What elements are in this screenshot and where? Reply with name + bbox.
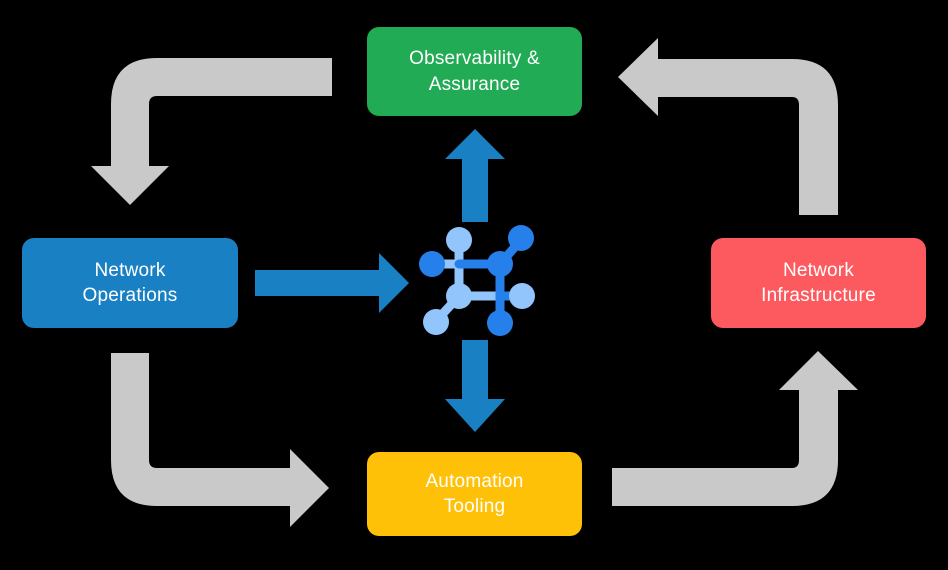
- node-network-infrastructure-label: Network Infrastructure: [761, 259, 876, 306]
- arrow-operations-to-core: [255, 253, 409, 313]
- arrow-infrastructure-to-observability: [618, 38, 838, 215]
- node-observability-label: Observability & Assurance: [409, 48, 540, 95]
- node-network-infrastructure[interactable]: Network Infrastructure: [711, 238, 926, 328]
- node-automation-tooling[interactable]: Automation Tooling: [367, 452, 582, 536]
- arrow-core-to-automation: [445, 340, 505, 432]
- arrow-operations-to-automation: [111, 353, 329, 527]
- arrow-core-to-observability: [445, 129, 505, 222]
- node-observability-assurance[interactable]: Observability & Assurance: [367, 27, 582, 116]
- arrow-automation-to-infrastructure: [612, 351, 858, 506]
- node-automation-tooling-label: Automation Tooling: [425, 470, 524, 517]
- node-network-operations-label: Network Operations: [82, 259, 178, 306]
- node-network-operations[interactable]: Network Operations: [22, 238, 238, 328]
- arrow-observability-to-operations: [91, 58, 332, 205]
